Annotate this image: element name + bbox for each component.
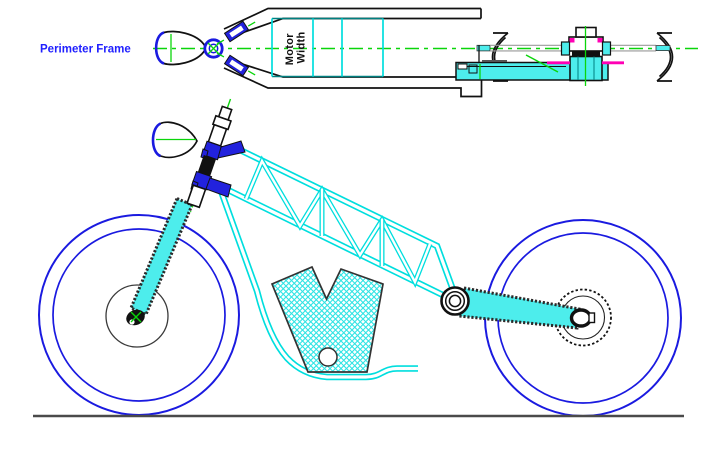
axle-adjuster bbox=[588, 312, 596, 324]
tire-right-outer bbox=[656, 32, 674, 82]
axle-end-left bbox=[476, 44, 491, 52]
motor-v-body bbox=[270, 265, 384, 373]
frame-bottom-outer-line bbox=[223, 67, 483, 98]
steering-cross-icon bbox=[207, 42, 220, 55]
truss-diagonals-bore bbox=[244, 158, 432, 285]
upper-chord-bore bbox=[233, 145, 458, 299]
front-disc-circle bbox=[105, 284, 169, 348]
fork-slider-leg bbox=[129, 196, 194, 317]
frame-top-outer-line bbox=[223, 7, 481, 30]
hub-tab-left bbox=[560, 41, 571, 56]
rear-hub-top bbox=[547, 26, 624, 86]
downtube-bore bbox=[219, 190, 418, 379]
motor-width-box: Motor Width bbox=[271, 17, 384, 78]
front-fork bbox=[126, 98, 246, 326]
swingarm-pivot bbox=[440, 286, 470, 316]
stem-collar bbox=[211, 114, 233, 131]
swingarm-front-slot bbox=[457, 63, 468, 70]
stem-tube-lower bbox=[186, 184, 207, 209]
headlight-top bbox=[154, 30, 206, 66]
pivot-ring-mid bbox=[444, 290, 466, 312]
head-tube-section bbox=[197, 155, 216, 177]
perimeter-frame-label: Perimeter Frame bbox=[40, 44, 131, 56]
rear-axle-end bbox=[569, 308, 593, 328]
tire-section-right bbox=[656, 32, 674, 82]
front-rim-circle bbox=[52, 228, 226, 402]
steering-head-top bbox=[203, 20, 258, 77]
clamp-wing-upper bbox=[217, 140, 246, 159]
side-view bbox=[33, 98, 684, 418]
axle-end-right bbox=[655, 45, 671, 51]
top-view: Motor Width bbox=[40, 7, 698, 98]
dropout-hole bbox=[129, 319, 135, 325]
hub-seal-left bbox=[569, 38, 575, 43]
fork-axis-lower bbox=[216, 52, 258, 77]
trellis-frame bbox=[217, 144, 460, 381]
fork-clamp-top-upper bbox=[223, 20, 250, 43]
pivot-ring-inner bbox=[448, 294, 462, 308]
motor-output-shaft bbox=[318, 347, 338, 367]
headlight-side-lens bbox=[151, 122, 162, 158]
tire-right-inner bbox=[658, 36, 672, 78]
fork-clamp-top-lower bbox=[223, 54, 250, 77]
clamp-wing-lower bbox=[205, 177, 232, 198]
motor bbox=[270, 265, 384, 373]
steering-ring-inner bbox=[208, 43, 219, 54]
perimeter-frame-outline bbox=[223, 7, 483, 98]
swingarm-side bbox=[457, 286, 596, 330]
brake-stay-line bbox=[525, 54, 559, 73]
headlight-side bbox=[151, 121, 198, 159]
motor-width-label: Motor Width bbox=[284, 30, 308, 65]
hub-tab-right bbox=[601, 41, 612, 56]
headlight-top-lens bbox=[154, 31, 165, 65]
hub-seal-right bbox=[597, 38, 603, 43]
swingarm-bracket bbox=[468, 64, 478, 74]
fork-axis-upper bbox=[216, 20, 258, 45]
clamp-slot bbox=[229, 25, 244, 38]
clamp-slot bbox=[229, 59, 244, 72]
front-axle-cross-icon bbox=[130, 311, 142, 323]
swingarm-body bbox=[457, 286, 581, 330]
